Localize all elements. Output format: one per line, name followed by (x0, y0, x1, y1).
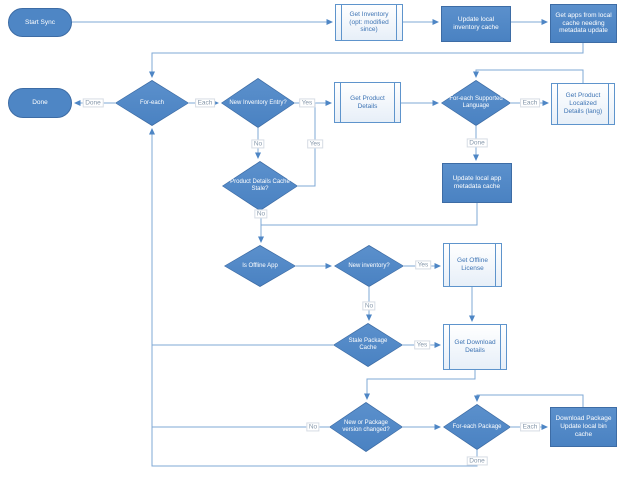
edge-label-yes: Yes (307, 139, 323, 149)
node-for-each-supported-language: For-each Supported Language (441, 80, 511, 126)
edge-label-each: Each (520, 422, 540, 432)
node-get-inventory: Get Inventory (opt: modified since) (335, 4, 403, 41)
node-get-apps-needing-update: Get apps from local cache needing metada… (550, 4, 617, 43)
edge-label-done: Done (466, 138, 488, 148)
diamond-label: Stale Package Cache (348, 338, 388, 351)
node-download-package: Download Package Update local bin cache (550, 407, 617, 447)
edge-label-no: No (362, 301, 376, 311)
edge-label-yes: Yes (414, 340, 430, 350)
connector (149, 43, 584, 78)
connector (364, 370, 476, 400)
node-update-inventory-cache: Update local inventory cache (441, 6, 511, 42)
diamond-label: New Inventory Entry? (229, 99, 287, 106)
node-get-product-localized-details: Get Product Localized Details (lang) (551, 83, 615, 125)
diamond-label: New inventory? (348, 262, 390, 269)
node-is-offline-app: Is Offline App (224, 245, 296, 287)
edge-label-yes: Yes (299, 98, 315, 108)
diamond-label: Is Offline App (242, 262, 278, 269)
connector (149, 128, 478, 467)
node-for-each: For-each (115, 80, 189, 126)
node-done: Done (8, 88, 72, 118)
diamond-label: Product Details Cache Stale? (230, 179, 290, 192)
edge-label-no: No (254, 209, 268, 219)
node-update-app-metadata-cache: Update local app metadata cache (442, 163, 512, 203)
edge-label-each: Each (520, 98, 540, 108)
diamond-label: For-each (139, 99, 164, 106)
node-new-inventory-entry: New Inventory Entry? (221, 78, 295, 128)
edge-label-each: Each (195, 98, 215, 108)
edge-label-done: Done (466, 456, 488, 466)
node-stale-package-cache: Stale Package Cache (333, 323, 403, 367)
diamond-label: For-each Supported Language (449, 96, 503, 109)
node-new-inventory: New inventory? (334, 245, 404, 287)
node-product-details-cache-stale: Product Details Cache Stale? (222, 161, 298, 211)
node-new-or-version-changed: New or Package version changed? (329, 402, 403, 452)
edge-label-yes: Yes (415, 260, 431, 270)
edge-label-no: No (251, 139, 265, 149)
diamond-label: New or Package version changed? (342, 420, 390, 433)
diamond-label: For-each Package (452, 423, 502, 430)
edge-label-done: Done (82, 98, 104, 108)
node-for-each-package: For-each Package (443, 404, 511, 450)
edge-label-no: No (306, 422, 320, 432)
node-get-download-details: Get Download Details (443, 324, 507, 370)
node-get-product-details: Get Product Details (334, 82, 401, 123)
node-start-sync: Start Sync (8, 8, 72, 37)
node-get-offline-license: Get Offline License (443, 243, 502, 287)
